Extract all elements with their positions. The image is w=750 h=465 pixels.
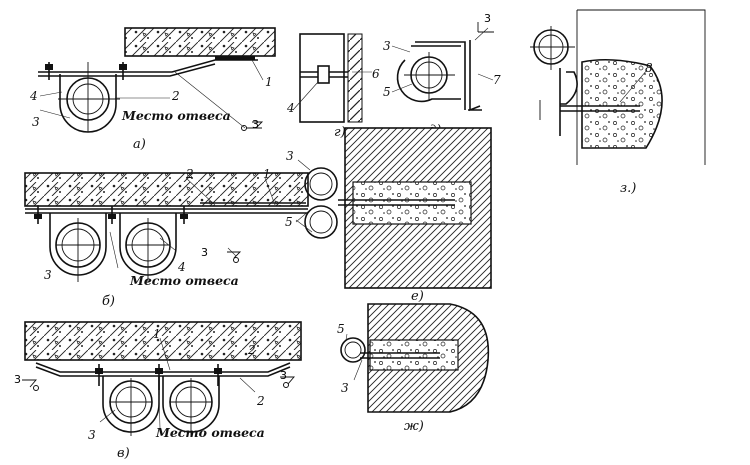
figure-a	[38, 27, 276, 133]
label-g-6: 6	[372, 67, 380, 81]
concrete-slab-b	[24, 172, 309, 207]
label-v-3: 3	[88, 428, 96, 442]
caption-b: б)	[102, 294, 115, 309]
clamp-g	[317, 65, 330, 84]
label-a-1: 1	[265, 75, 273, 89]
label-z-8: 8	[645, 61, 653, 75]
figure-g	[292, 33, 372, 123]
label-a-3: 3	[32, 115, 40, 129]
bolt-a-left	[45, 62, 53, 80]
label-v-2-right: 2	[256, 394, 265, 408]
bracket-v	[35, 362, 291, 377]
pipe-zh	[340, 337, 366, 363]
label-v-2-left: 2	[247, 343, 256, 357]
caption-zh: ж)	[404, 419, 424, 434]
mortar-z	[581, 58, 663, 149]
label-g-4: 4	[286, 101, 295, 115]
label-d-7: 7	[493, 73, 501, 87]
weld-b: 3	[201, 246, 208, 259]
caption-v: в)	[117, 446, 130, 461]
caption-g: г)	[334, 125, 346, 140]
concrete-slab-a	[124, 27, 276, 57]
weld-d: 3	[484, 12, 491, 25]
label-d-3: 3	[383, 39, 391, 53]
pipe-e-1	[304, 167, 338, 201]
weld-a: 3	[252, 118, 259, 131]
note-a: Место отвеса	[121, 108, 231, 123]
caption-z: з.)	[620, 181, 636, 196]
label-e-5: 5	[285, 215, 293, 229]
label-a-4: 4	[29, 89, 38, 103]
label-zh-3: 3	[341, 381, 349, 395]
figure-zh	[340, 303, 490, 413]
label-b-2: 2	[185, 167, 194, 181]
figure-v	[22, 321, 302, 436]
bolts-b	[34, 206, 188, 224]
label-b-3: 3	[44, 268, 52, 282]
mortar-e	[352, 181, 472, 225]
label-a-2: 2	[171, 89, 180, 103]
figure-e	[295, 127, 492, 289]
figure-z	[530, 9, 706, 165]
bracket-a	[38, 59, 258, 73]
mortar-zh	[369, 339, 459, 371]
clamp-d	[396, 41, 466, 110]
label-v-1: 1	[153, 327, 161, 341]
wall-g	[347, 33, 363, 123]
bolts-v	[95, 364, 222, 390]
bolt-a-right	[119, 62, 127, 80]
label-e-3: 3	[286, 149, 294, 163]
note-b: Место отвеса	[129, 273, 239, 288]
figure-d	[391, 22, 494, 112]
note-v: Место отвеса	[155, 425, 265, 440]
plate-a	[215, 56, 255, 60]
angle-d	[468, 40, 482, 112]
weld-v-right: 3	[280, 369, 287, 382]
clamp-z	[559, 68, 578, 136]
label-zh-5: 5	[337, 322, 345, 336]
label-d-5: 5	[383, 85, 391, 99]
weld-v-left: 3	[14, 373, 21, 386]
concrete-slab-v	[24, 321, 302, 361]
caption-a: а)	[133, 137, 146, 152]
label-b-4: 4	[177, 260, 186, 274]
caption-e: е)	[411, 289, 424, 304]
pipe-e-2	[304, 205, 338, 239]
label-b-1: 1	[263, 167, 271, 181]
figure-b	[24, 172, 309, 282]
